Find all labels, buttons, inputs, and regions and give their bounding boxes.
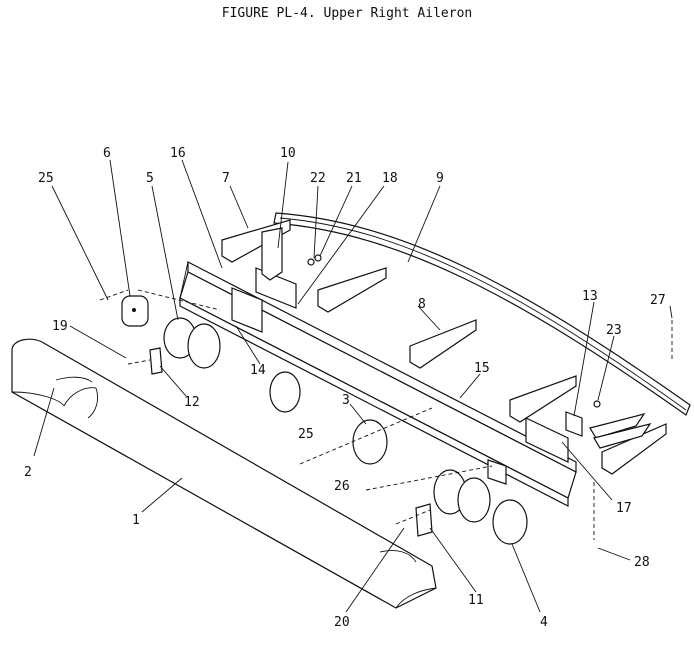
callout-25: 25 — [38, 171, 54, 186]
part-3-block — [352, 419, 388, 465]
callout-6: 6 — [103, 146, 111, 161]
rib-mid-1 — [317, 267, 387, 313]
part-17-doubler-plate — [525, 417, 569, 463]
callout-3: 3 — [342, 393, 350, 408]
spar-hinge-plate — [487, 459, 507, 485]
part-5-block-pair — [163, 317, 221, 369]
mid-block — [269, 371, 301, 413]
part-9-leading-edge-strip — [273, 212, 691, 416]
part-21-22-nut-washer — [307, 254, 322, 266]
leader-lines — [33, 159, 673, 613]
callout-17: 17 — [616, 501, 632, 516]
callout-19: 19 — [52, 319, 68, 334]
callout-15: 15 — [474, 361, 490, 376]
callout-11: 11 — [468, 593, 484, 608]
callout-labels: 25 6 5 16 7 10 22 21 18 9 13 27 23 8 19 … — [24, 146, 666, 630]
callout-10: 10 — [280, 146, 296, 161]
callout-22: 22 — [310, 171, 326, 186]
callout-23: 23 — [606, 323, 622, 338]
callout-7: 7 — [222, 171, 230, 186]
figure-title: FIGURE PL-4. Upper Right Aileron — [221, 6, 473, 21]
assembly-lines — [99, 289, 673, 540]
part-14-doubler-plate — [255, 267, 297, 309]
callout-27: 27 — [650, 293, 666, 308]
callout-14: 14 — [250, 363, 266, 378]
part-8-rib — [409, 319, 477, 369]
part-12-bracket — [149, 347, 163, 375]
part-4-block — [492, 499, 528, 545]
callout-13: 13 — [582, 289, 598, 304]
part-18-gusset-plate — [231, 287, 263, 333]
callout-5: 5 — [146, 171, 154, 186]
part-6-block — [121, 295, 149, 327]
part-10-rib — [261, 227, 283, 281]
callout-9: 9 — [436, 171, 444, 186]
callout-21: 21 — [346, 171, 362, 186]
callout-18: 18 — [382, 171, 398, 186]
part-13-hinge-plate — [565, 411, 583, 437]
callout-16: 16 — [170, 146, 186, 161]
callout-26: 26 — [334, 479, 350, 494]
part-11-bracket — [415, 503, 433, 537]
tip-block-pair — [433, 469, 491, 523]
rib-right-2 — [589, 413, 667, 475]
part-1-2-skin — [11, 338, 437, 609]
callout-2: 2 — [24, 465, 32, 480]
callout-12: 12 — [184, 395, 200, 410]
callout-1: 1 — [132, 513, 140, 528]
callout-20: 20 — [334, 615, 350, 630]
callout-4: 4 — [540, 615, 548, 630]
part-23-nut — [593, 400, 601, 408]
callout-28: 28 — [634, 555, 650, 570]
callout-25-lower: 25 — [298, 427, 314, 442]
part-15-16-spar — [179, 261, 577, 507]
rib-right-1 — [509, 375, 577, 423]
callout-8: 8 — [418, 297, 426, 312]
